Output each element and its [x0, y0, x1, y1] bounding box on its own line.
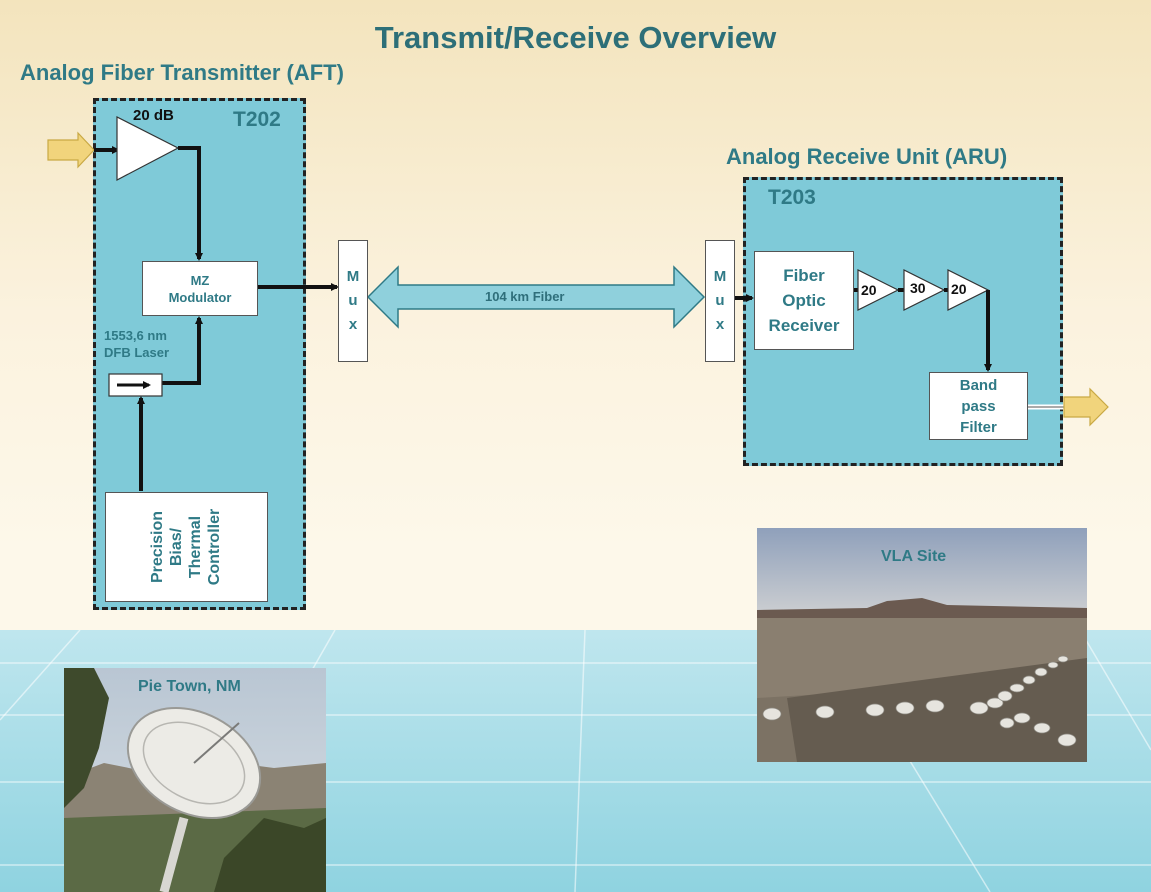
- mux2-letter-1: M: [713, 268, 727, 285]
- vla-site-image: [757, 528, 1087, 762]
- rx-amplifier-1: [857, 269, 900, 311]
- controller-line-2: Bias/: [168, 527, 186, 567]
- fiber-link-arrow: [366, 265, 706, 329]
- input-amplifier: [116, 116, 180, 181]
- output-arrow: [1063, 387, 1109, 427]
- laser-line-2: DFB Laser: [104, 345, 170, 360]
- mz-line-2: Modulator: [168, 289, 232, 305]
- mz-line-1: MZ: [190, 272, 210, 288]
- fiber-label: 104 km Fiber: [485, 289, 565, 304]
- rx-amp-1-gain: 20: [861, 282, 877, 298]
- mux1-letter-2: u: [348, 292, 358, 309]
- vla-site-photo: VLA Site: [757, 528, 1087, 762]
- receiver-line-3: Receiver: [768, 316, 840, 335]
- aft-unit-tag: T202: [233, 108, 281, 131]
- mux1-letter-3: x: [348, 316, 358, 333]
- aft-heading: Analog Fiber Transmitter (AFT): [20, 60, 344, 85]
- mux2-letter-2: u: [715, 292, 725, 309]
- rx-amplifier-3: [947, 269, 990, 311]
- rx-amplifier-2: [903, 269, 946, 311]
- aru-unit-tag: T203: [768, 186, 816, 209]
- bias-thermal-controller: Precision Bias/ Thermal Controller: [105, 492, 268, 602]
- pie-town-photo: Pie Town, NM: [64, 668, 326, 892]
- vla-site-caption: VLA Site: [881, 548, 947, 565]
- aru-heading: Analog Receive Unit (ARU): [726, 144, 1008, 169]
- mz-modulator: MZ Modulator: [142, 261, 258, 316]
- page-title: Transmit/Receive Overview: [374, 20, 777, 55]
- controller-line-4: Controller: [206, 508, 224, 586]
- bandpass-filter: Band pass Filter: [929, 372, 1028, 440]
- filter-line-3: Filter: [960, 418, 997, 436]
- mux2-letter-3: x: [715, 316, 725, 333]
- laser-label: 1553,6 nm DFB Laser: [104, 327, 169, 361]
- mux-receive: M u x: [705, 240, 735, 362]
- filter-line-1: Band: [959, 376, 998, 394]
- rx-amp-2-gain: 30: [910, 280, 926, 296]
- laser-line-1: 1553,6 nm: [104, 328, 167, 343]
- controller-line-1: Precision: [149, 510, 167, 584]
- controller-line-3: Thermal: [187, 515, 205, 579]
- fiber-optic-receiver: Fiber Optic Receiver: [754, 251, 854, 350]
- pie-town-caption: Pie Town, NM: [138, 678, 241, 695]
- filter-line-2: pass: [961, 397, 996, 415]
- input-amp-gain: 20 dB: [133, 107, 174, 124]
- rx-amp-3-gain: 20: [951, 281, 967, 297]
- pie-town-image: [64, 668, 326, 892]
- input-arrow: [47, 131, 95, 169]
- receiver-line-1: Fiber: [783, 266, 825, 285]
- mux-transmit: M u x: [338, 240, 368, 362]
- receiver-line-2: Optic: [782, 291, 826, 310]
- mux1-letter-1: M: [346, 268, 360, 285]
